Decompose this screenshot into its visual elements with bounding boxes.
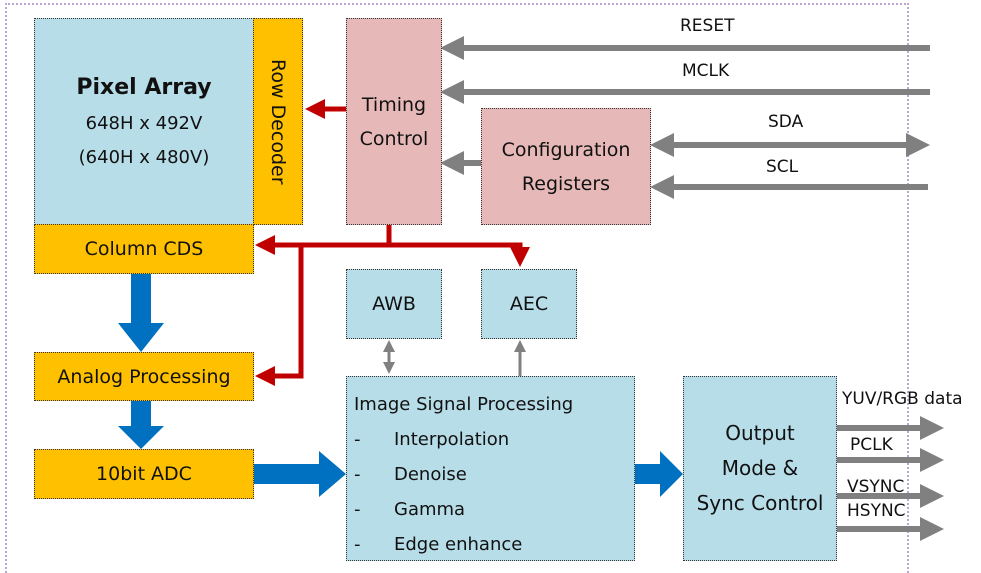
bullet: - [354,464,361,485]
pixel-array-size: 648H x 492V [85,112,203,134]
isp-item-label: Edge enhance [394,534,523,555]
reset-label: RESET [680,16,735,36]
config-registers-label-1: Configuration [501,138,631,161]
column-cds-block: Column CDS [34,224,254,274]
hsync-label: HSYNC [847,501,906,521]
pixel-array-active-size: (640H x 480V) [78,146,210,168]
pixel-array-block: Pixel Array 648H x 492V (640H x 480V) [34,18,254,225]
sda-label: SDA [768,112,804,132]
pixel-array-title: Pixel Array [76,74,212,100]
adc-to-isp-arrow [253,451,346,497]
bullet: - [354,534,361,555]
analog-processing-label: Analog Processing [57,365,231,388]
timing-control-label-1: Timing [361,93,427,116]
adc-block: 10bit ADC [34,449,254,499]
isp-to-output-arrow [634,451,683,497]
config-registers-label-2: Registers [521,172,611,195]
awb-block: AWB [346,269,442,339]
cds-to-analog-arrow [118,273,164,352]
isp-item: - Denoise [354,457,467,492]
aec-label: AEC [509,293,549,315]
isp-block: Image Signal Processing - Interpolation -… [346,376,635,561]
yuv-rgb-label: YUV/RGB data [842,389,963,409]
mclk-label: MCLK [682,61,730,81]
pclk-label: PCLK [850,435,893,455]
timing-control-block: Timing Control [346,18,442,225]
output-label-3: Sync Control [696,491,824,515]
timing-to-analog-arrow [255,245,304,386]
row-decoder-block: Row Decoder [253,18,303,225]
config-registers-block: Configuration Registers [481,108,651,225]
output-block: Output Mode & Sync Control [683,376,837,561]
isp-item: - Edge enhance [354,527,522,562]
vsync-label: VSYNC [847,477,905,497]
adc-label: 10bit ADC [96,463,192,485]
output-label-2: Mode & [721,456,799,480]
bullet: - [354,429,361,450]
bullet: - [354,499,361,520]
timing-control-label-2: Control [359,127,429,150]
chip-boundary [5,3,909,573]
isp-item: - Interpolation [354,422,509,457]
isp-item-label: Denoise [394,464,467,485]
awb-label: AWB [372,293,416,315]
scl-label: SCL [766,157,799,177]
analog-processing-block: Analog Processing [34,352,254,401]
analog-to-adc-arrow [118,400,164,449]
output-label-1: Output [725,421,795,445]
row-decoder-label: Row Decoder [267,58,289,185]
isp-item: - Gamma [354,492,465,527]
isp-item-label: Interpolation [394,429,510,450]
timing-bus [386,224,530,267]
aec-block: AEC [481,269,577,339]
column-cds-label: Column CDS [84,238,204,260]
isp-title: Image Signal Processing [354,394,574,415]
isp-item-label: Gamma [394,499,466,520]
